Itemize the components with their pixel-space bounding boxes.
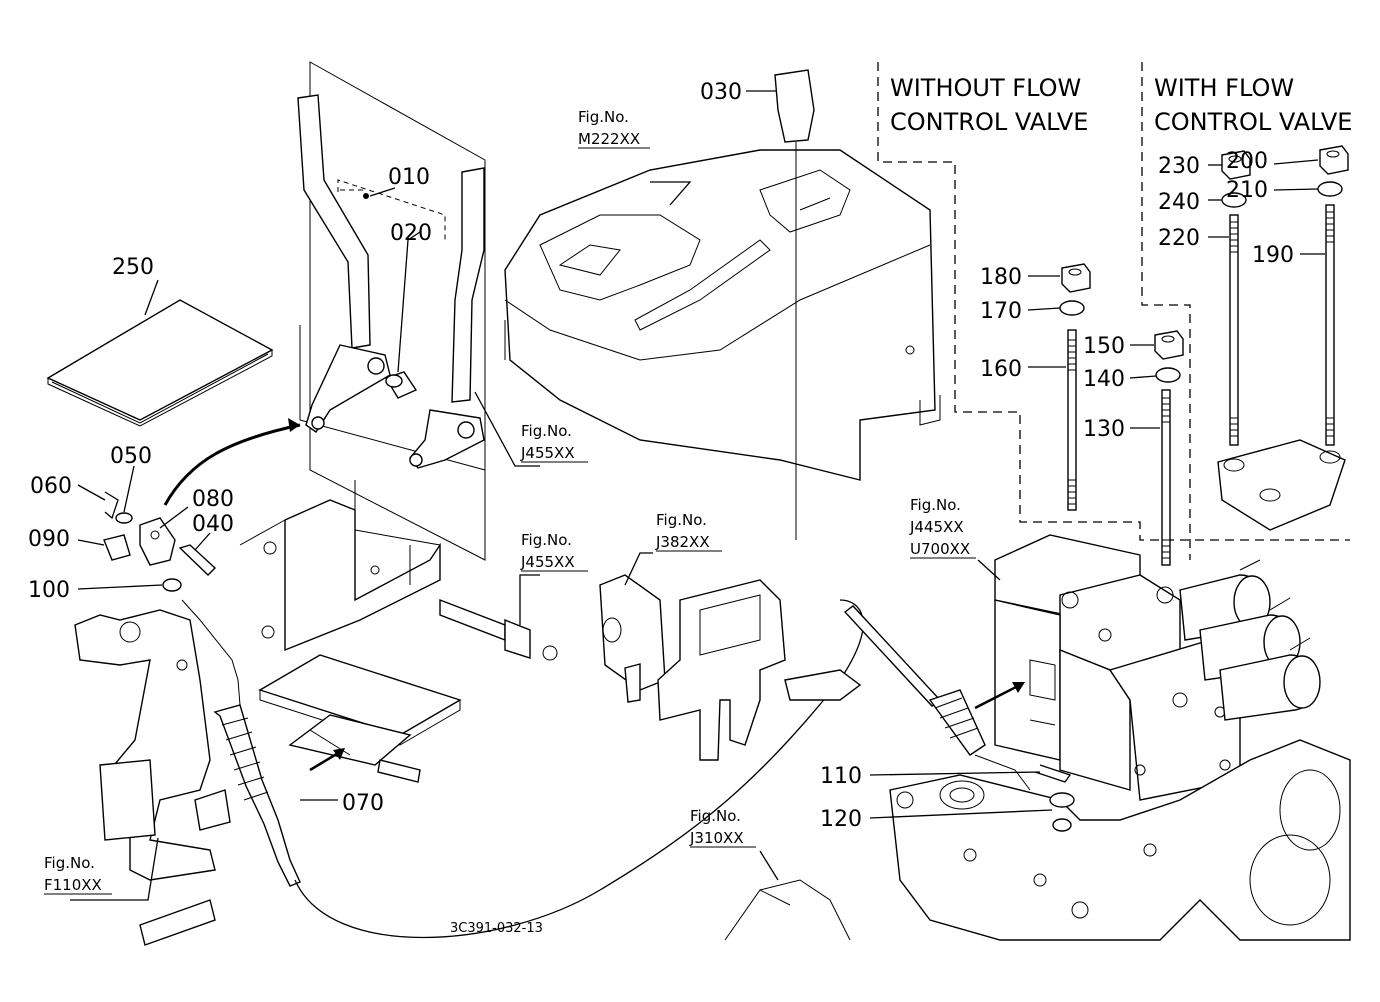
arrow-plate xyxy=(309,748,345,772)
lever-knob xyxy=(774,69,815,540)
pin-040 xyxy=(178,544,217,576)
nut-200 xyxy=(1319,145,1349,175)
lower-plate-bracket xyxy=(258,654,462,783)
part-label-020: 020 xyxy=(390,221,432,246)
part-label-150: 150 xyxy=(1083,334,1125,359)
transmission-housing xyxy=(724,739,1351,941)
nut-230 xyxy=(1221,150,1251,180)
washer-210 xyxy=(1317,181,1343,197)
snap-pin-110 xyxy=(1034,764,1072,783)
lever-bushing xyxy=(384,371,418,399)
section-label-without-flow: WITHOUT FLOW CONTROL VALVE xyxy=(890,74,1088,136)
nut-120-lower xyxy=(1052,818,1072,832)
lever-mount-bracket xyxy=(239,499,441,652)
part-label-200: 200 xyxy=(1226,149,1268,174)
diagram-code: 3C391-032-13 xyxy=(450,921,543,936)
nut-100 xyxy=(162,578,182,592)
washer-120 xyxy=(1049,792,1075,808)
fig-ref-j310: Fig.No. J310XX xyxy=(689,807,756,848)
control-cable xyxy=(181,599,1031,939)
part-label-080: 080 xyxy=(192,487,234,512)
part-label-210: 210 xyxy=(1226,178,1268,203)
svg-text:J455XX: J455XX xyxy=(520,553,575,571)
svg-text:CONTROL VALVE: CONTROL VALVE xyxy=(890,108,1088,136)
svg-text:F110XX: F110XX xyxy=(44,876,102,894)
arrow-lever-link xyxy=(163,418,301,506)
stud-rod-220 xyxy=(1229,214,1239,446)
cable-bracket-j382 xyxy=(599,574,862,761)
stud-rod-160 xyxy=(1067,329,1077,511)
part-label-110: 110 xyxy=(820,764,862,789)
svg-text:CONTROL VALVE: CONTROL VALVE xyxy=(1154,108,1352,136)
stud-rod-130 xyxy=(1161,389,1171,566)
washer-050 xyxy=(115,512,133,524)
nut-180 xyxy=(1061,263,1091,293)
part-label-170: 170 xyxy=(980,299,1022,324)
part-label-140: 140 xyxy=(1083,367,1125,392)
hydraulic-control-valve xyxy=(994,534,1321,801)
part-label-130: 130 xyxy=(1083,417,1125,442)
shaft-pin xyxy=(439,598,558,661)
control-lever-right xyxy=(409,167,485,469)
part-label-120: 120 xyxy=(820,807,862,832)
control-lever-left xyxy=(297,94,391,433)
fig-ref-f110: Fig.No. F110XX xyxy=(44,854,112,895)
section-boundaries xyxy=(877,62,1350,560)
part-label-250: 250 xyxy=(112,255,154,280)
spacer-block xyxy=(1217,439,1346,531)
part-label-180: 180 xyxy=(980,265,1022,290)
svg-text:M222XX: M222XX xyxy=(578,130,640,148)
svg-text:Fig.No.: Fig.No. xyxy=(521,422,572,440)
fig-ref-j445-u700: Fig.No. J445XX U700XX xyxy=(909,496,976,559)
part-label-090: 090 xyxy=(28,527,70,552)
fig-ref-j455-lower: Fig.No. J455XX xyxy=(520,531,588,572)
stud-rod-190 xyxy=(1325,204,1335,446)
svg-text:Fig.No.: Fig.No. xyxy=(656,511,707,529)
part-label-240: 240 xyxy=(1158,190,1200,215)
svg-text:WITHOUT FLOW: WITHOUT FLOW xyxy=(890,74,1081,102)
lever-group-dot xyxy=(363,193,369,199)
washer-140 xyxy=(1155,367,1181,383)
lever-group-bracket xyxy=(337,179,446,240)
fig-ref-j455-upper: Fig.No. J455XX xyxy=(520,422,588,463)
part-label-190: 190 xyxy=(1252,243,1294,268)
part-label-100: 100 xyxy=(28,578,70,603)
svg-text:J455XX: J455XX xyxy=(520,444,575,462)
svg-text:U700XX: U700XX xyxy=(910,540,970,558)
nut-090 xyxy=(103,534,131,561)
operator-manual xyxy=(46,299,274,427)
part-label-010: 010 xyxy=(388,165,430,190)
svg-text:Fig.No.: Fig.No. xyxy=(44,854,95,872)
part-label-030: 030 xyxy=(700,80,742,105)
fig-ref-m222: Fig.No. M222XX xyxy=(578,108,650,149)
svg-text:WITH FLOW: WITH FLOW xyxy=(1154,74,1294,102)
part-label-070: 070 xyxy=(342,791,384,816)
leader-lines xyxy=(70,90,1325,901)
part-label-230: 230 xyxy=(1158,154,1200,179)
part-label-060: 060 xyxy=(30,474,72,499)
clevis-080 xyxy=(139,517,176,566)
part-label-040: 040 xyxy=(192,512,234,537)
svg-text:J445XX: J445XX xyxy=(909,518,964,536)
part-label-050: 050 xyxy=(110,444,152,469)
svg-text:Fig.No.: Fig.No. xyxy=(690,807,741,825)
arrow-valve xyxy=(974,682,1025,710)
section-label-with-flow: WITH FLOW CONTROL VALVE xyxy=(1154,74,1352,136)
part-label-220: 220 xyxy=(1158,226,1200,251)
washer-170 xyxy=(1059,300,1085,316)
left-frame-bracket xyxy=(74,609,231,946)
part-label-160: 160 xyxy=(980,357,1022,382)
console-cover xyxy=(504,149,941,481)
svg-text:Fig.No.: Fig.No. xyxy=(910,496,961,514)
svg-text:Fig.No.: Fig.No. xyxy=(521,531,572,549)
snap-pin-060 xyxy=(104,491,119,520)
svg-text:J382XX: J382XX xyxy=(655,533,710,551)
svg-text:Fig.No.: Fig.No. xyxy=(578,108,629,126)
fig-ref-j382: Fig.No. J382XX xyxy=(655,511,722,552)
svg-text:J310XX: J310XX xyxy=(689,829,744,847)
nut-150 xyxy=(1154,330,1184,360)
